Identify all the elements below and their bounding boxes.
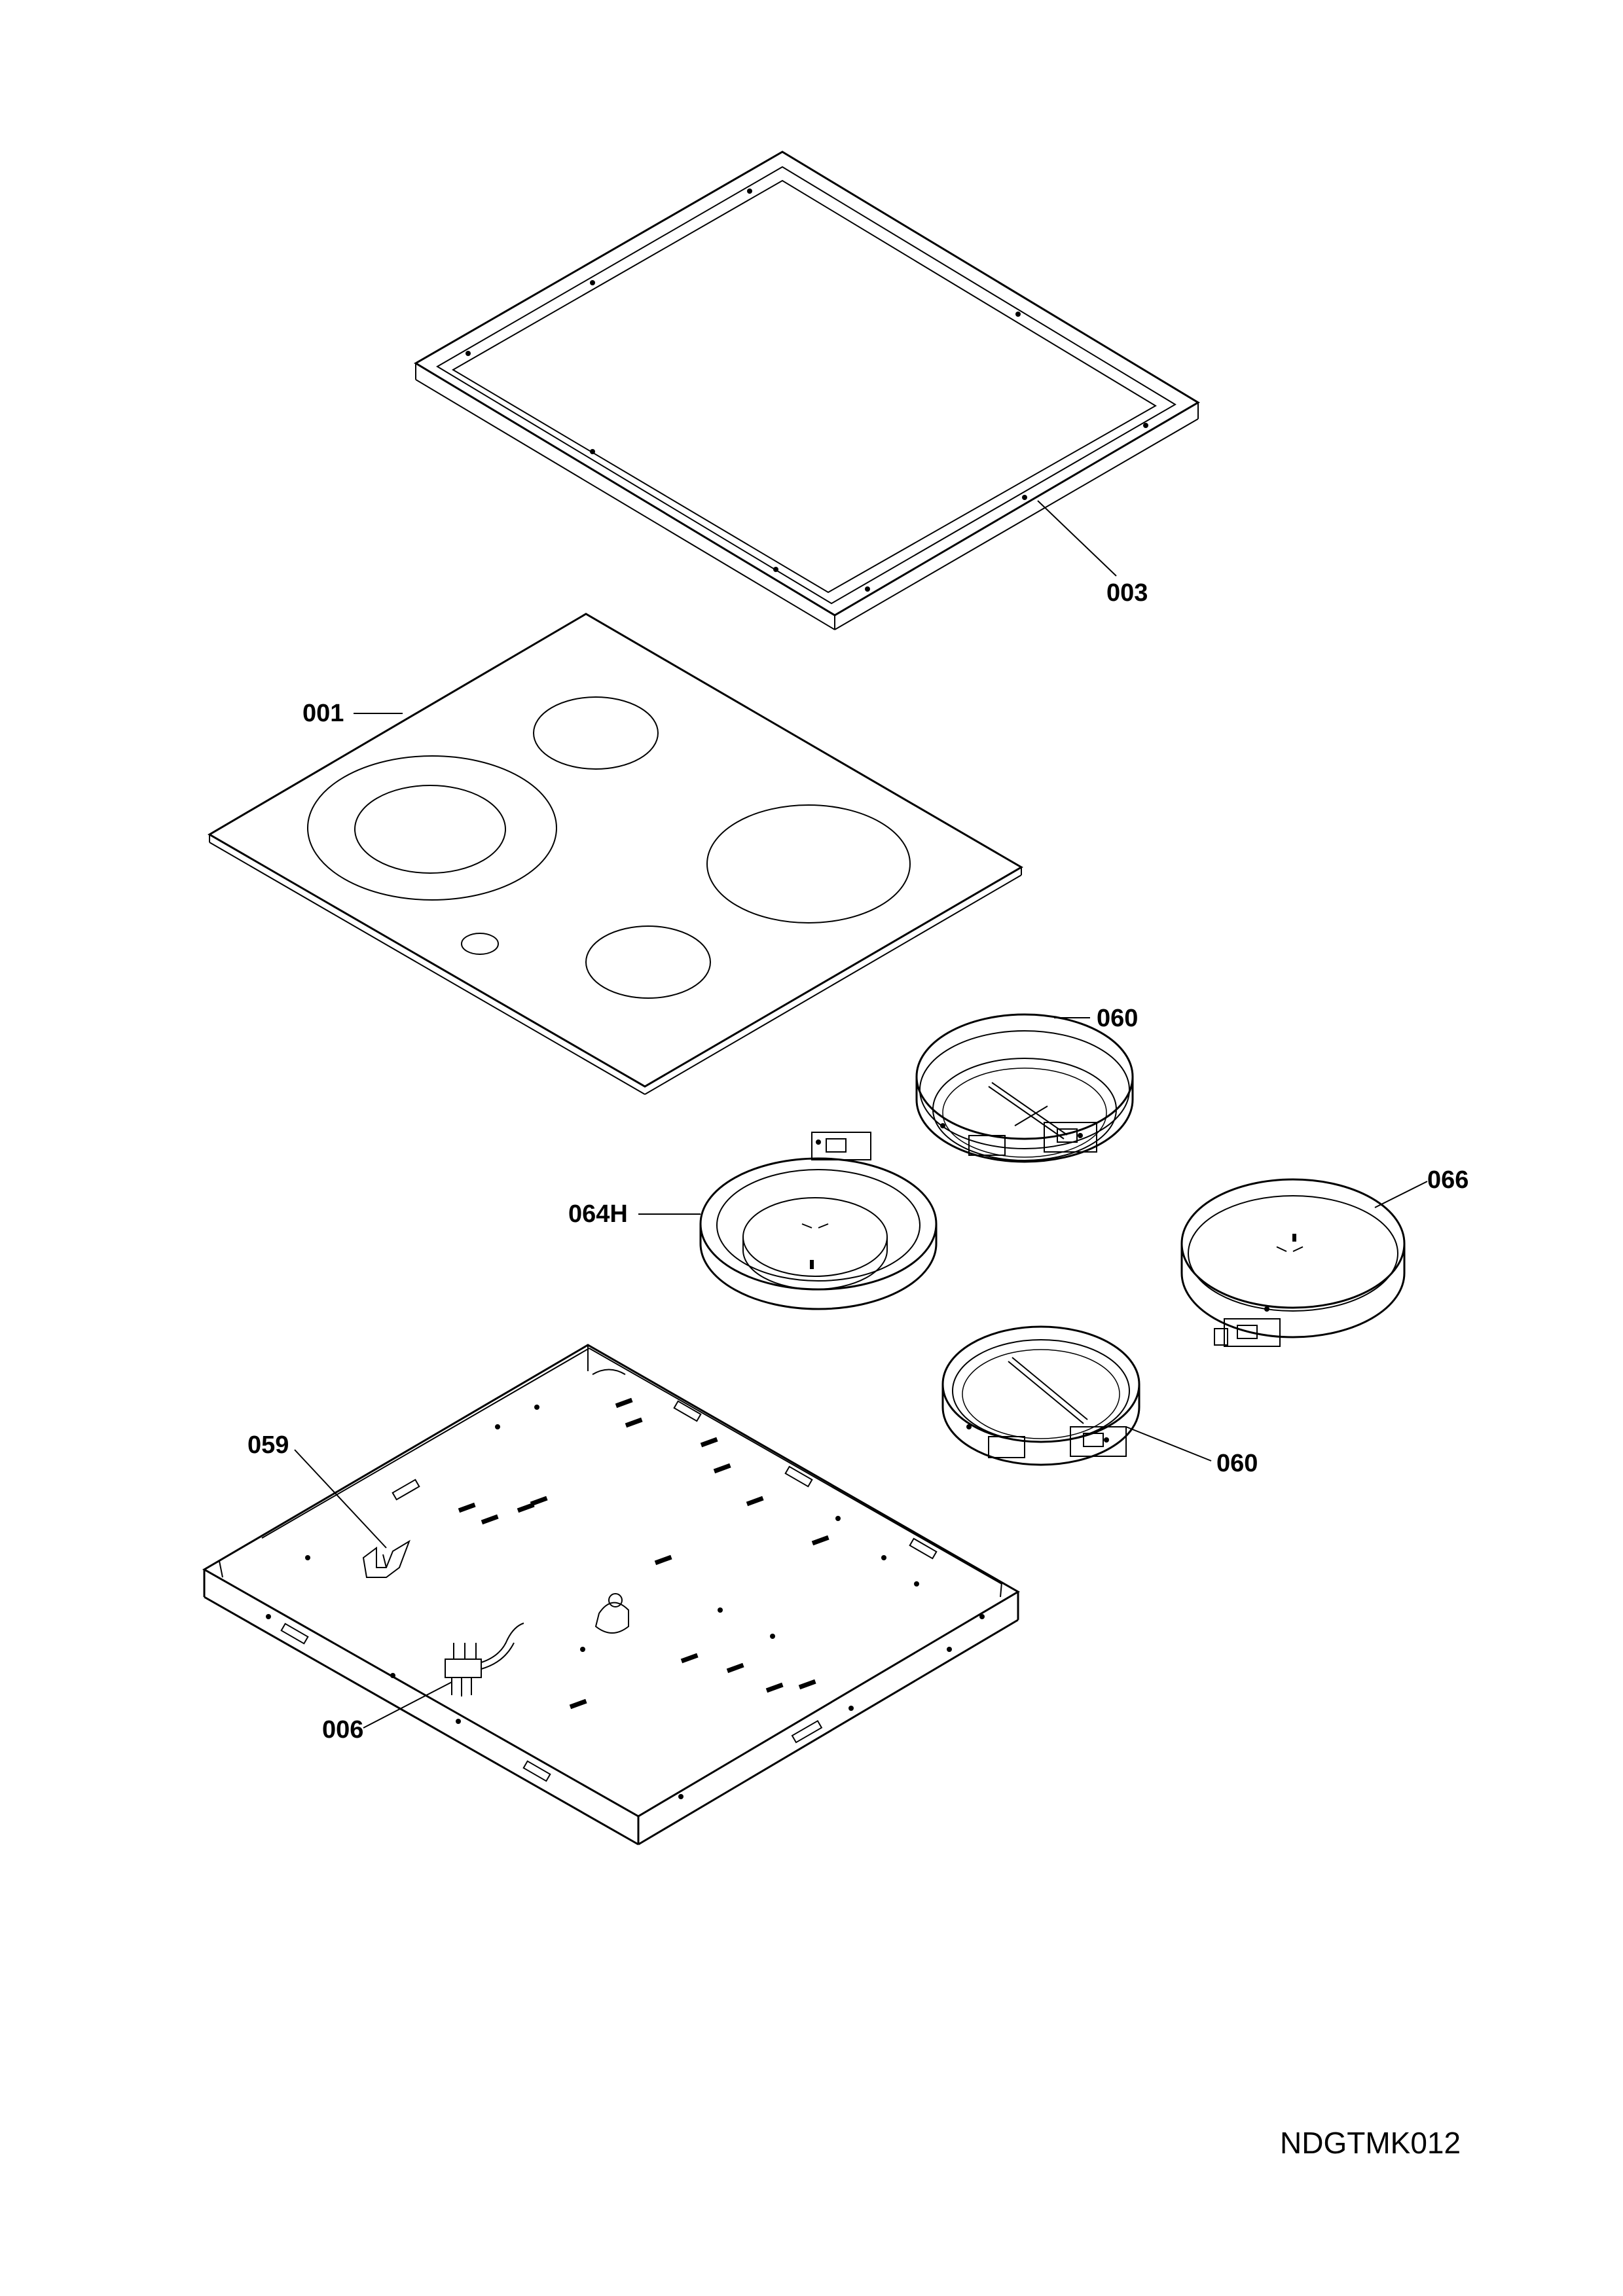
callout-060-front: 060 [1216, 1450, 1258, 1477]
base-pan-part [202, 1344, 1020, 1846]
callout-060-rear: 060 [1097, 1005, 1138, 1032]
glass-top-part [208, 613, 1023, 1095]
callout-001: 001 [302, 700, 344, 727]
heater-right-part [1180, 1178, 1406, 1347]
callout-066: 066 [1427, 1166, 1468, 1194]
callout-064h: 064H [568, 1200, 628, 1228]
callout-006: 006 [322, 1716, 363, 1744]
leader-003 [1037, 500, 1117, 577]
leader-059 [294, 1449, 387, 1549]
terminal-part [445, 1623, 524, 1696]
callout-059: 059 [247, 1431, 289, 1459]
drawing-code: NDGTMK012 [1280, 2126, 1461, 2160]
heater-rear-part [915, 1013, 1134, 1163]
heater-front-part [941, 1325, 1140, 1466]
heater-dual-part [699, 1132, 938, 1310]
callout-003: 003 [1106, 579, 1148, 607]
bracket-part [362, 1539, 410, 1578]
leader-066 [1374, 1181, 1428, 1208]
leader-006 [363, 1681, 452, 1729]
leader-060-front [1125, 1426, 1212, 1462]
frame-part [414, 151, 1200, 630]
